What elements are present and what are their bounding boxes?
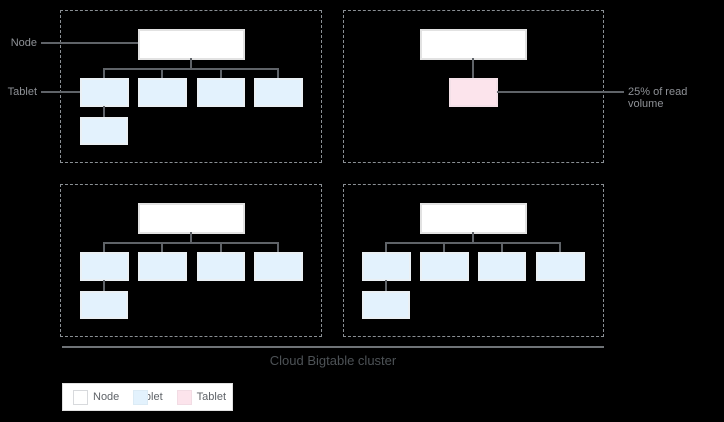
- node-box: [138, 29, 245, 60]
- connector-line: [103, 243, 105, 253]
- tablet-box: [80, 78, 129, 107]
- read-volume-label: 25% of read volume: [628, 86, 688, 110]
- tablet-box: [536, 252, 585, 281]
- hot-tablet-box: [449, 78, 498, 107]
- connector-line: [277, 69, 279, 79]
- connector-line: [385, 242, 561, 244]
- legend-item-hot-tablet: Tablet: [176, 389, 227, 405]
- connector-line: [190, 232, 192, 243]
- tablet-box: [254, 78, 303, 107]
- connector-line: [385, 243, 387, 253]
- node-label: Node: [10, 37, 37, 49]
- tablet-label: Tablet: [7, 86, 37, 98]
- legend-item-node: Node: [73, 389, 120, 405]
- connector-line: [161, 69, 163, 79]
- legend-item-tablet: Tablet: [133, 389, 163, 405]
- connector-line: [190, 58, 192, 69]
- legend: Node Tablet Tablet: [62, 383, 233, 411]
- cluster-separator-line: [62, 346, 604, 348]
- connector-line: [472, 232, 474, 243]
- connector-line: [472, 58, 474, 79]
- tablet-box: [420, 252, 469, 281]
- node-panel-4: [343, 184, 604, 337]
- legend-label: Tablet: [196, 391, 227, 403]
- node-swatch-icon: [73, 389, 88, 405]
- connector-line: [161, 243, 163, 253]
- connector-line: [220, 243, 222, 253]
- tablet-box: [80, 291, 128, 319]
- node-panel-3: [60, 184, 322, 337]
- connector-line: [501, 243, 503, 253]
- connector-line: [559, 243, 561, 253]
- node-panel-2: [343, 10, 604, 163]
- node-box: [420, 29, 527, 60]
- connector-line: [220, 69, 222, 79]
- tablet-box: [138, 78, 187, 107]
- node-panel-1: [60, 10, 322, 163]
- connector-line: [103, 242, 279, 244]
- cluster-caption: Cloud Bigtable cluster: [269, 353, 397, 368]
- tablet-box: [362, 252, 411, 281]
- tablet-box: [138, 252, 187, 281]
- connector-line: [385, 280, 387, 292]
- connector-line: [103, 106, 105, 118]
- tablet-swatch-icon: [133, 389, 149, 405]
- hot-tablet-swatch-icon: [176, 389, 192, 405]
- connector-line: [443, 243, 445, 253]
- leader-line: [497, 91, 624, 93]
- leader-line: [41, 42, 138, 44]
- tablet-box: [197, 78, 245, 107]
- tablet-box: [254, 252, 303, 281]
- connector-line: [277, 243, 279, 253]
- node-box: [138, 203, 245, 234]
- connector-line: [103, 280, 105, 292]
- node-box: [420, 203, 527, 234]
- leader-line: [41, 91, 80, 93]
- tablet-box: [362, 291, 410, 319]
- connector-line: [103, 68, 279, 70]
- tablet-box: [197, 252, 245, 281]
- connector-line: [103, 69, 105, 79]
- tablet-box: [80, 252, 129, 281]
- tablet-box: [80, 117, 128, 145]
- legend-label: Node: [93, 391, 120, 403]
- tablet-box: [478, 252, 526, 281]
